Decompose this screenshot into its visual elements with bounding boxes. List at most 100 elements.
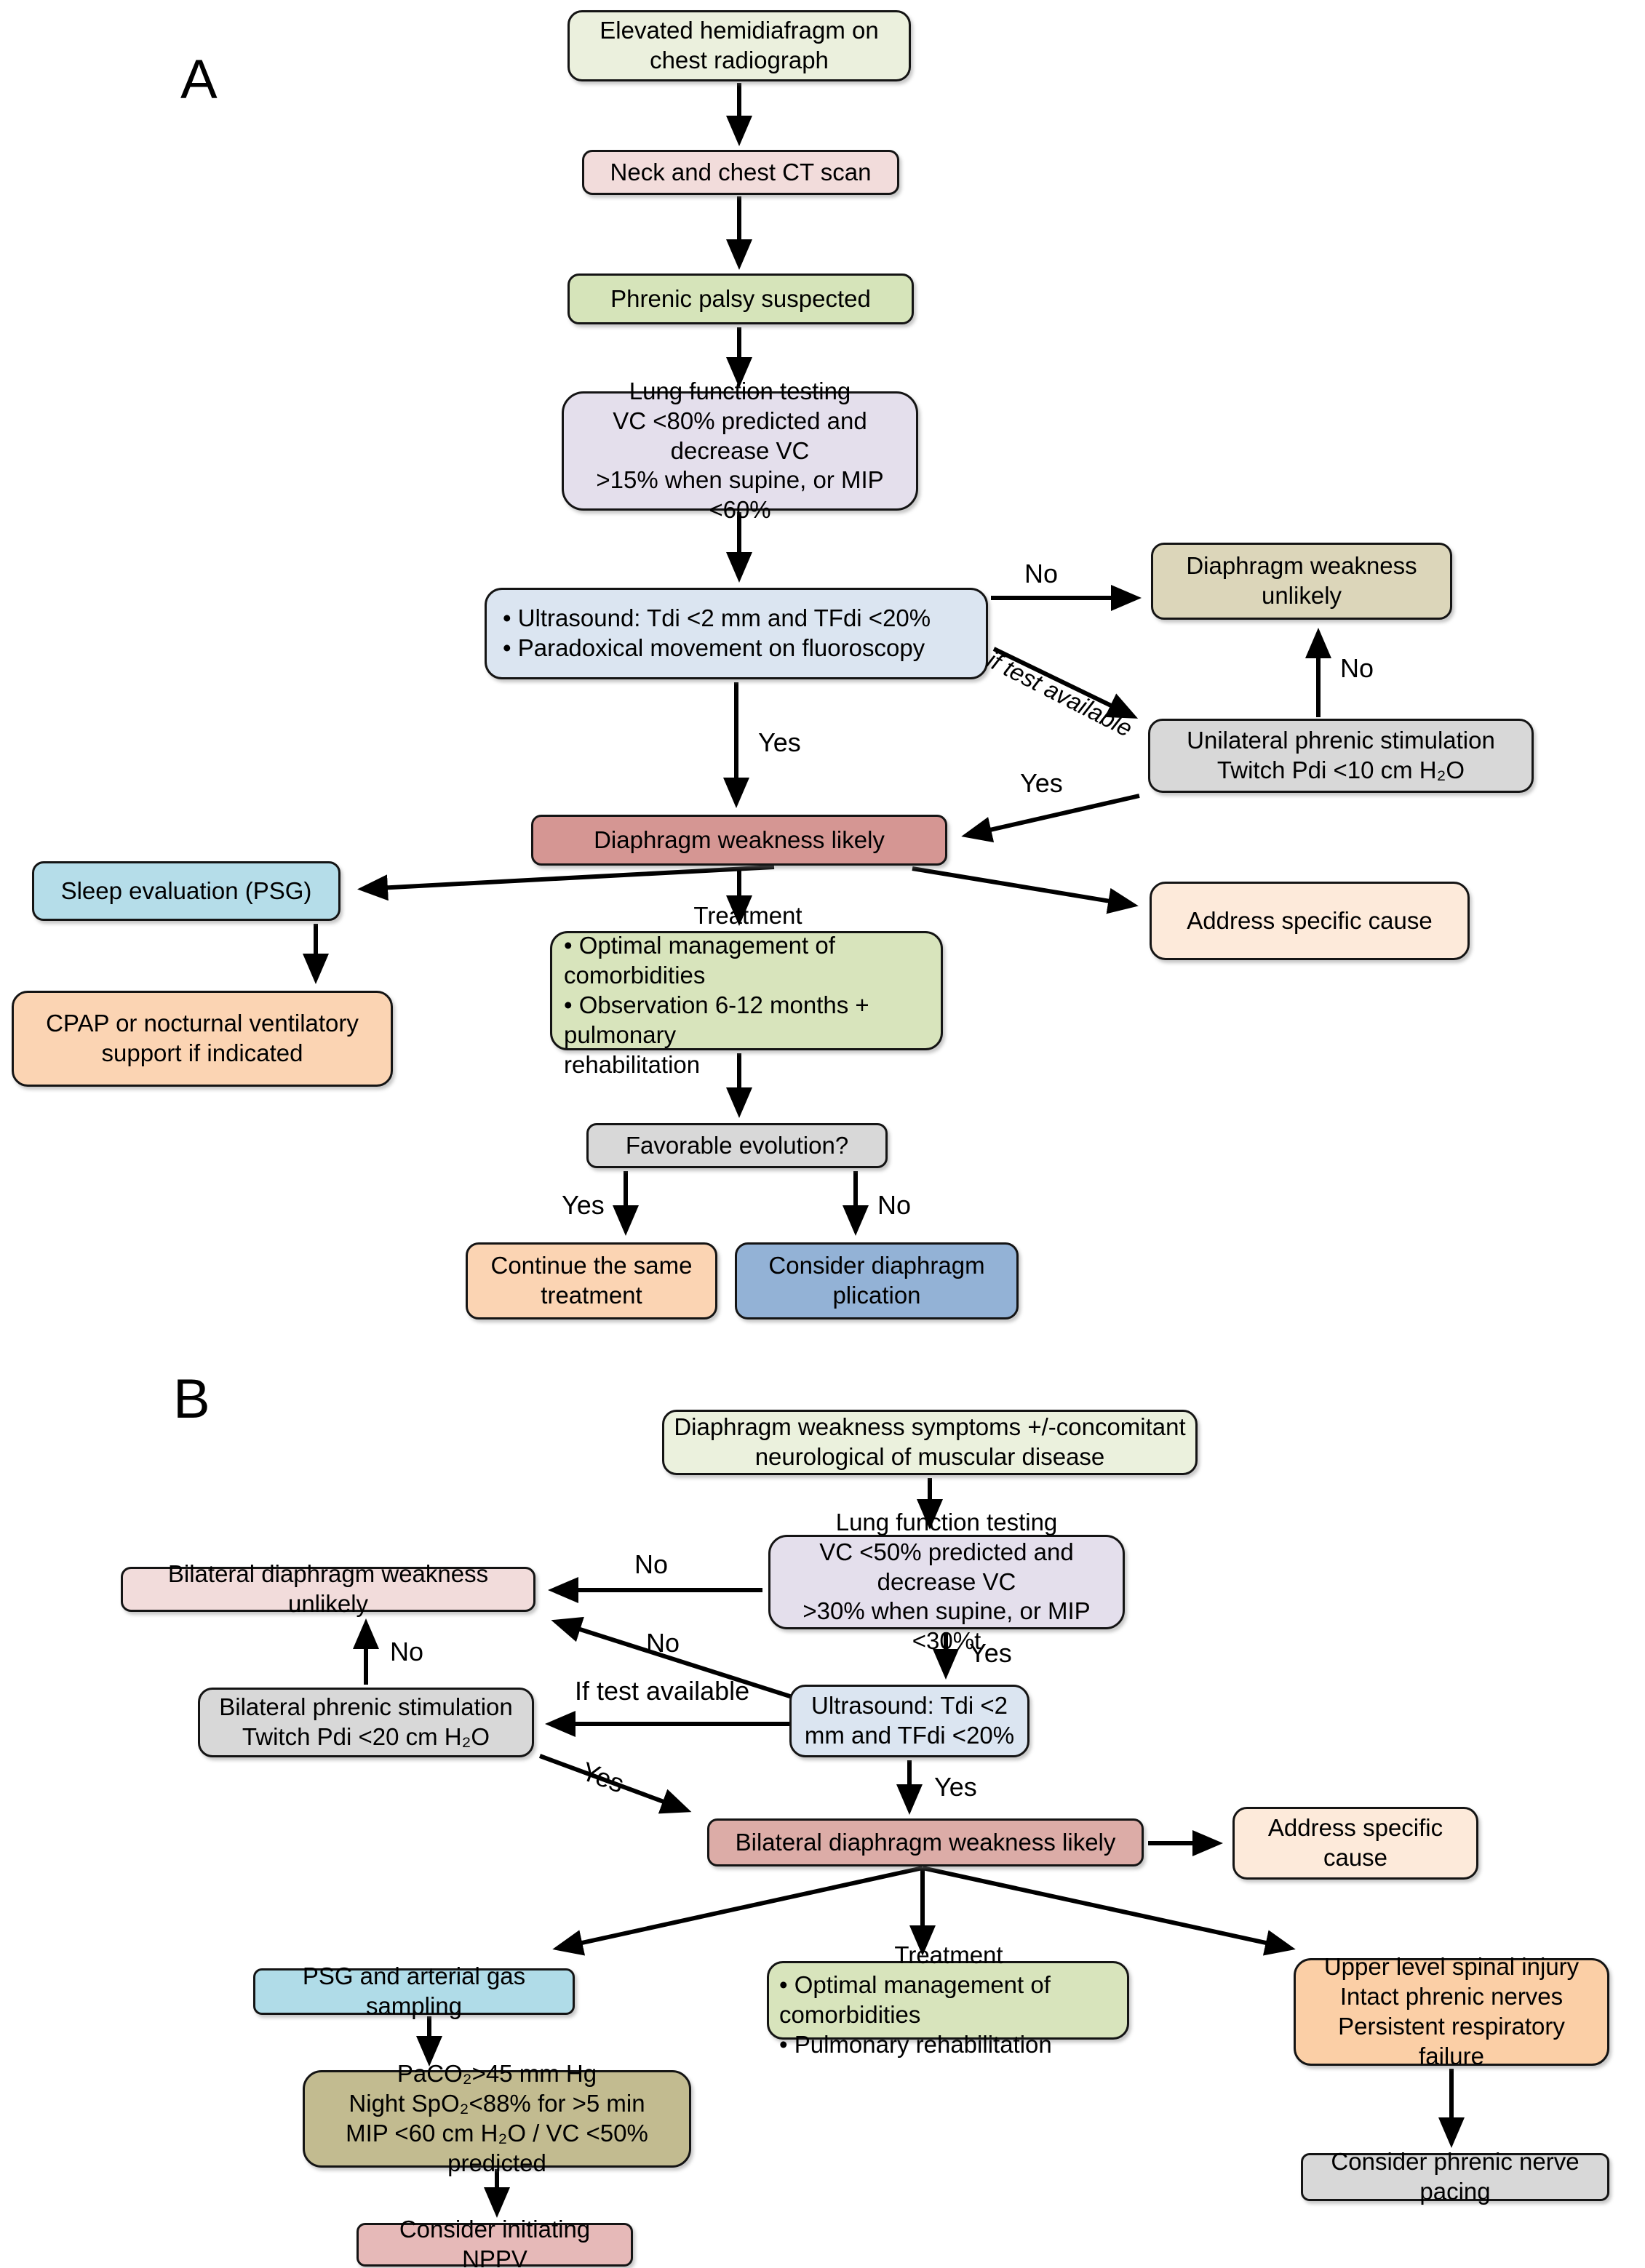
node-ultrasound-a: • Ultrasound: Tdi <2 mm and TFdi <20% • …	[485, 588, 988, 679]
node-address-specific-cause-a: Address specific cause	[1150, 882, 1470, 960]
node-treatment-b: Treatment • Optimal management of comorb…	[767, 1941, 1129, 2058]
edge-label-yes: Yes	[1020, 768, 1063, 798]
node-unilateral-phrenic-stimulation: Unilateral phrenic stimulation Twitch Pd…	[1148, 719, 1534, 793]
node-text: chest radiograph	[650, 47, 829, 73]
edge-label-yes: Yes	[969, 1638, 1012, 1668]
node-text: unlikely	[1261, 582, 1342, 609]
node-ultrasound-b: Ultrasound: Tdi <2 mm and TFdi <20%	[789, 1685, 1029, 1757]
node-address-specific-cause-b: Address specific cause	[1232, 1807, 1478, 1880]
node-diaphragm-weakness-symptoms: Diaphragm weakness symptoms +/-concomita…	[662, 1410, 1198, 1475]
node-bilateral-phrenic-stimulation: Bilateral phrenic stimulation Twitch Pdi…	[198, 1688, 534, 1757]
node-text: >30% when supine, or MIP <30%t	[802, 1597, 1091, 1655]
node-text: Intact phrenic nerves	[1339, 1983, 1564, 2011]
node-title: Treatment	[693, 902, 802, 930]
node-text: Consider diaphragm	[768, 1252, 985, 1279]
node-paco2-criteria: PaCO₂>45 mm Hg Night SpO₂<88% for >5 min…	[303, 2060, 691, 2176]
arrow-likelyb-to-spinal	[922, 1866, 1296, 1956]
node-cpap-support: CPAP or nocturnal ventilatory support if…	[12, 991, 393, 1087]
edge-label-yes: Yes	[577, 1756, 629, 1799]
node-treatment-a: Treatment • Optimal management of comorb…	[550, 902, 943, 1078]
arrow-likelyb-to-psg	[552, 1866, 923, 1956]
node-title: Treatment	[894, 1941, 1003, 1969]
node-text: • Pulmonary rehabilitation	[779, 2030, 1052, 2058]
edge-label-no: No	[634, 1549, 669, 1579]
edge-label-if-test-available: If test available	[575, 1676, 750, 1706]
node-text: Upper level spinal injury	[1323, 1953, 1580, 1981]
node-text: Diaphragm weakness likely	[594, 826, 885, 853]
node-text: • Observation 6-12 months + pulmonary	[564, 991, 869, 1048]
node-upper-level-spinal-injury: Upper level spinal injury Intact phrenic…	[1294, 1953, 1609, 2069]
node-psg-arterial-gas-sampling: PSG and arterial gas sampling	[253, 1962, 575, 2019]
node-text: Bilateral diaphragm weakness unlikely	[167, 1560, 489, 1617]
node-text: PSG and arterial gas sampling	[302, 1962, 526, 2019]
node-text: MIP <60 cm H₂O / VC <50% predicted	[346, 2120, 648, 2176]
arrow-likely-to-sleepeval	[357, 865, 775, 901]
node-text: CPAP or nocturnal ventilatory	[46, 1010, 359, 1037]
node-text: Neck and chest CT scan	[610, 158, 872, 185]
node-text: Persistent respiratory failure	[1338, 2013, 1565, 2069]
node-text: Night SpO₂<88% for >5 min	[348, 2090, 645, 2117]
arrow-likely-to-address	[912, 866, 1139, 914]
node-text: Diaphragm weakness symptoms +/-concomita…	[674, 1413, 1186, 1441]
edge-label-yes: Yes	[758, 727, 801, 757]
node-text: Consider phrenic nerve pacing	[1331, 2148, 1580, 2205]
node-text: VC <50% predicted and decrease VC	[819, 1538, 1074, 1595]
node-text: Favorable evolution?	[625, 1131, 849, 1159]
node-text: Bilateral diaphragm weakness likely	[735, 1828, 1116, 1856]
node-text: Lung function testing	[835, 1508, 1058, 1536]
node-text: • Paradoxical movement on fluoroscopy	[503, 634, 925, 661]
node-text: Lung function testing	[629, 377, 851, 404]
node-text: cause	[1323, 1844, 1388, 1871]
node-text: Consider initiating NPPV	[399, 2216, 591, 2268]
node-text: Unilateral phrenic stimulation	[1187, 727, 1495, 754]
node-text: Sleep evaluation (PSG)	[60, 877, 312, 904]
edge-label-if-test-available: if test available	[983, 646, 1137, 743]
node-text: neurological of muscular disease	[754, 1443, 1105, 1470]
node-favorable-evolution: Favorable evolution?	[586, 1123, 888, 1168]
node-consider-diaphragm-plication: Consider diaphragm plication	[735, 1242, 1019, 1319]
node-text: Elevated hemidiafragm on	[600, 17, 879, 44]
node-consider-phrenic-nerve-pacing: Consider phrenic nerve pacing	[1301, 2148, 1609, 2205]
node-elevated-hemidiafragm: Elevated hemidiafragm on chest radiograp…	[567, 10, 911, 81]
node-continue-same-treatment: Continue the same treatment	[466, 1242, 717, 1319]
edge-label-no: No	[390, 1637, 424, 1666]
node-text: Bilateral phrenic stimulation	[219, 1693, 513, 1721]
node-diaphragm-weakness-likely: Diaphragm weakness likely	[531, 815, 947, 866]
node-text: support if indicated	[101, 1039, 303, 1066]
node-text: PaCO₂>45 mm Hg	[397, 2060, 597, 2088]
node-text: • Optimal management of comorbidities	[779, 1971, 1051, 2028]
node-bilateral-diaphragm-weakness-likely: Bilateral diaphragm weakness likely	[707, 1818, 1144, 1866]
edge-label-yes: Yes	[934, 1772, 977, 1802]
node-text: treatment	[541, 1282, 642, 1309]
node-lung-function-testing-b: Lung function testing VC <50% predicted …	[768, 1509, 1125, 1654]
node-sleep-evaluation-psg: Sleep evaluation (PSG)	[32, 861, 340, 921]
panel-a-label: A	[180, 49, 218, 111]
node-text: Twitch Pdi <20 cm H₂O	[242, 1723, 490, 1750]
node-bilateral-diaphragm-weakness-unlikely: Bilateral diaphragm weakness unlikely	[121, 1560, 535, 1617]
edge-label-no: No	[1340, 653, 1374, 683]
node-text: >15% when supine, or MIP <60%	[596, 466, 884, 524]
node-text: VC <80% predicted and decrease VC	[613, 407, 867, 464]
node-lung-function-testing-a: Lung function testing VC <80% predicted …	[562, 378, 918, 523]
node-text: Ultrasound: Tdi <2	[811, 1692, 1008, 1720]
edge-label-no: No	[877, 1190, 912, 1220]
node-text: Phrenic palsy suspected	[610, 284, 871, 312]
node-text: Address specific cause	[1187, 906, 1433, 934]
node-diaphragm-weakness-unlikely: Diaphragm weakness unlikely	[1151, 543, 1452, 620]
arrow-unilateral-to-likely-yes	[961, 794, 1140, 843]
edge-label-no: No	[646, 1628, 680, 1658]
node-text: Address specific	[1267, 1814, 1443, 1842]
node-consider-initiating-nppv: Consider initiating NPPV	[357, 2216, 633, 2268]
edge-label-yes: Yes	[562, 1190, 605, 1220]
node-phrenic-palsy-suspected: Phrenic palsy suspected	[567, 273, 914, 324]
node-text: • Optimal management of comorbidities	[564, 932, 835, 989]
node-text: Diaphragm weakness	[1186, 552, 1417, 580]
node-text: • Ultrasound: Tdi <2 mm and TFdi <20%	[503, 604, 931, 632]
node-text: Twitch Pdi <10 cm H₂O	[1216, 756, 1465, 783]
node-text: Continue the same	[490, 1252, 693, 1279]
panel-b-label: B	[173, 1368, 210, 1430]
node-text: plication	[832, 1282, 921, 1309]
node-text: mm and TFdi <20%	[804, 1722, 1015, 1749]
node-text: rehabilitation	[564, 1050, 701, 1078]
